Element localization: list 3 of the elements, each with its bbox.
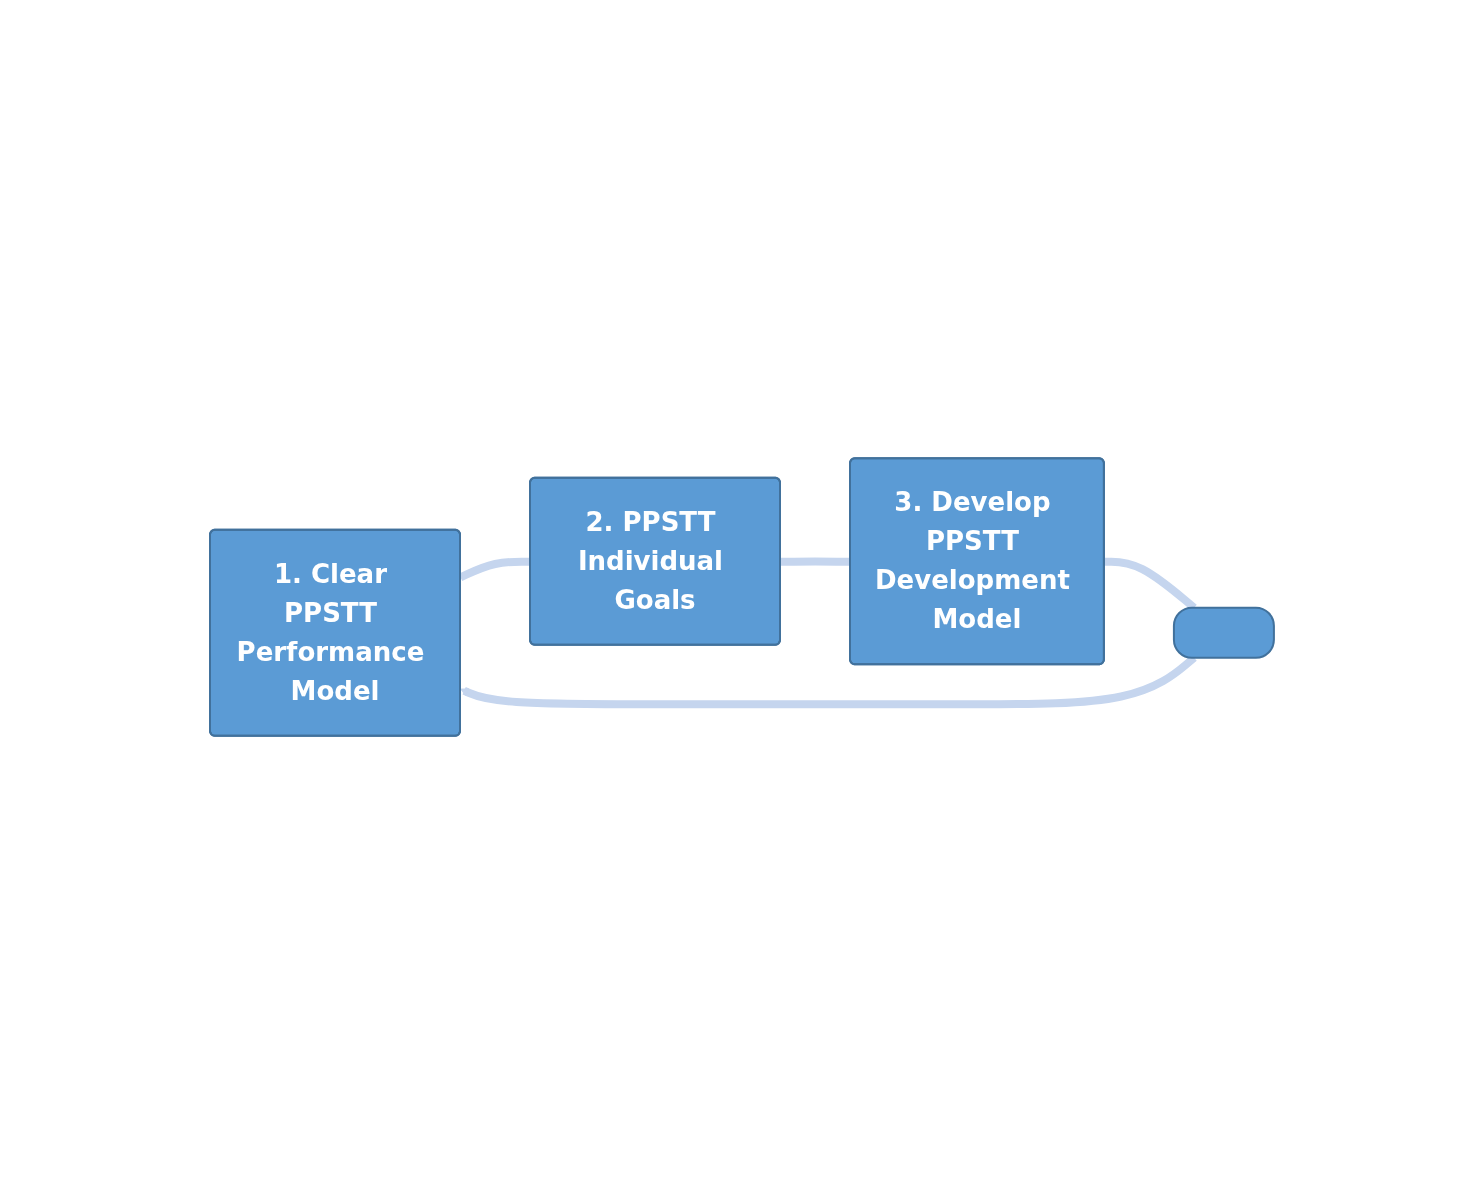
connector: [458, 557, 531, 581]
node-box: [1172, 606, 1275, 659]
connector: [780, 557, 851, 566]
